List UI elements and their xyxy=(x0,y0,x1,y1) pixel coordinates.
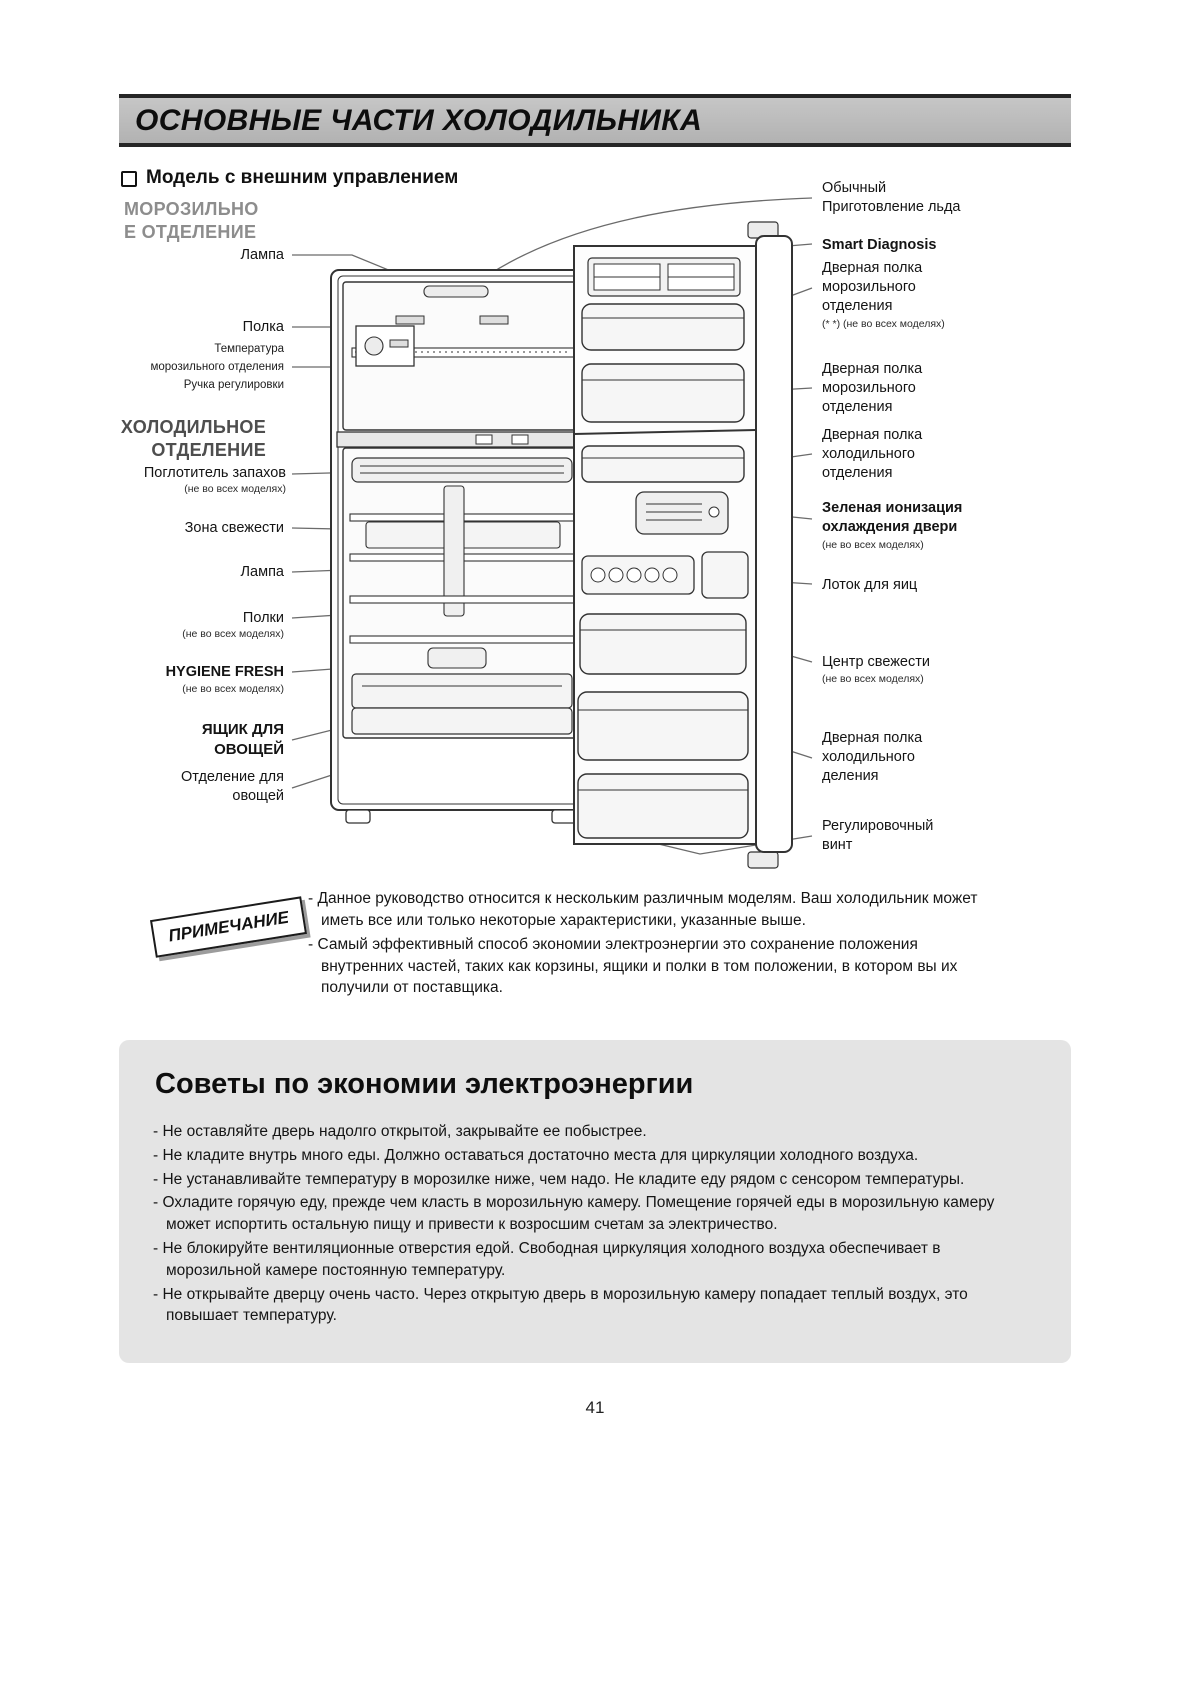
label-smart-diagnosis: Smart Diagnosis xyxy=(822,237,937,253)
note-item: - Данное руководство относится к несколь… xyxy=(308,890,978,929)
label-hygiene-fresh: HYGIENE FRESH xyxy=(165,664,284,680)
label-green-ionization-note: (не во всех моделях) xyxy=(822,539,924,551)
freezer-lamp xyxy=(423,285,489,298)
fridge-lamp-column xyxy=(443,485,465,617)
label-fridge-lamp: Лампа xyxy=(240,564,284,580)
label-temp-control: Температура морозильного отделения Ручка… xyxy=(150,343,284,391)
label-fridge-door-shelf-2: Дверная полка холодильного деления xyxy=(822,730,923,784)
label-fresh-center-note: (не во всех моделях) xyxy=(822,673,924,685)
fridge-door xyxy=(573,221,793,869)
label-deodorizer-note: (не во всех моделях) xyxy=(184,483,286,495)
page-number: 41 xyxy=(585,1398,605,1417)
model-subtitle-text: Модель с внешним управлением xyxy=(146,167,459,188)
tip-item: - Не кладите внутрь много еды. Должно ос… xyxy=(153,1146,919,1164)
deodorizer xyxy=(351,457,573,483)
tip-item: - Не блокируйте вентиляционные отверстия… xyxy=(153,1239,941,1279)
square-bullet-icon xyxy=(121,170,137,187)
label-vegetable-compartment: Отделение для овощей xyxy=(181,769,284,804)
label-shelves: Полки xyxy=(242,610,284,626)
fridge-cabinet xyxy=(330,269,594,824)
label-freezer-section-heading: МОРОЗИЛЬНО Е ОТДЕЛЕНИЕ xyxy=(124,199,259,242)
page-title: ОСНОВНЫЕ ЧАСТИ ХОЛОДИЛЬНИКА xyxy=(135,103,703,137)
label-deodorizer: Поглотитель запахов xyxy=(143,465,286,481)
label-fresh-zone: Зона свежести xyxy=(184,520,284,536)
note-text: - Данное руководство относится к несколь… xyxy=(308,888,980,1002)
refrigerator-diagram xyxy=(291,197,813,869)
freezer-door-bin-2 xyxy=(581,363,745,423)
label-fresh-center: Центр свежести xyxy=(822,654,930,670)
note-stamp: ПРИМЕЧАНИЕ xyxy=(149,896,308,958)
label-adjust-screw: Регулировочный винт xyxy=(822,818,934,853)
label-fridge-door-shelf-1: Дверная полка холодильного отделения xyxy=(822,427,923,481)
fridge-door-shelf-1 xyxy=(581,445,745,483)
label-freezer-door-shelf-1-note: (* *) (не во всех моделях) xyxy=(822,318,945,330)
tip-item: - Не открывайте дверцу очень часто. Чере… xyxy=(153,1285,968,1325)
fridge-door-bin-3 xyxy=(577,773,749,839)
page-header: ОСНОВНЫЕ ЧАСТИ ХОЛОДИЛЬНИКА xyxy=(119,94,1071,147)
label-vegetable-box: ЯЩИК ДЛЯ ОВОЩЕЙ xyxy=(201,721,284,758)
model-subtitle: Модель с внешним управлением xyxy=(121,167,458,189)
label-freezer-shelf: Полка xyxy=(242,319,284,335)
tip-item: - Не оставляйте дверь надолго открытой, … xyxy=(153,1123,647,1140)
label-egg-tray: Лоток для яиц xyxy=(822,577,918,593)
green-ionizer xyxy=(635,491,729,535)
label-green-ionization: Зеленая ионизация охлаждения двери xyxy=(822,500,963,535)
label-shelves-note: (не во всех моделях) xyxy=(182,628,284,640)
tip-item: - Не устанавливайте температуру в морози… xyxy=(153,1170,965,1188)
vegetable-drawer xyxy=(351,673,573,709)
energy-tips-box: Советы по экономии электроэнергии - Не о… xyxy=(119,1040,1071,1364)
note-item: - Самый эффективный способ экономии элек… xyxy=(308,936,958,996)
fresh-center-bin xyxy=(579,613,747,675)
label-freezer-door-shelf-2: Дверная полка морозильного отделения xyxy=(822,361,923,415)
energy-tips-title: Советы по экономии электроэнергии xyxy=(155,1068,694,1100)
label-hygiene-fresh-note: (не во всех моделях) xyxy=(182,683,284,695)
fridge-door-bin-2 xyxy=(577,691,749,761)
label-freezer-lamp: Лампа xyxy=(240,247,284,263)
freezer-door-bin-1 xyxy=(581,303,745,351)
label-ice-making: Обычный Приготовление льда xyxy=(822,180,961,215)
label-freezer-door-shelf-1: Дверная полка морозильного отделения xyxy=(822,260,923,314)
vegetable-compartment xyxy=(351,707,573,735)
hygiene-fresh-unit xyxy=(427,647,487,669)
tip-item: - Охладите горячую еду, прежде чем класт… xyxy=(153,1194,995,1234)
label-fridge-section-heading: ХОЛОДИЛЬНОЕ ОТДЕЛЕНИЕ xyxy=(120,417,266,460)
bottom-hinge xyxy=(747,851,779,869)
